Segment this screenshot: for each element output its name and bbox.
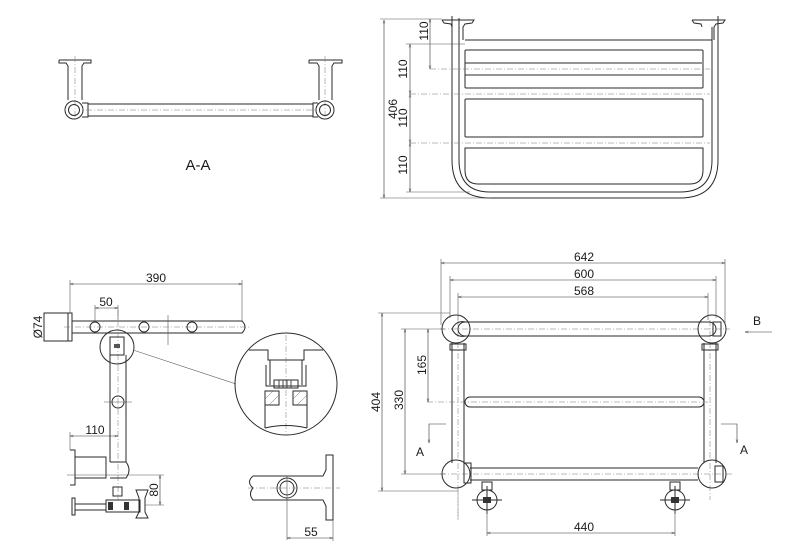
section-label: A-A bbox=[185, 157, 210, 174]
shelf-side-view: 406 110 110 110 110 bbox=[380, 16, 726, 199]
svg-text:642: 642 bbox=[574, 250, 594, 264]
dimension-80: 80 bbox=[67, 474, 164, 506]
view-arrow-b: B bbox=[745, 314, 772, 332]
svg-text:B: B bbox=[753, 314, 761, 328]
wall-bracket-left bbox=[58, 56, 92, 120]
joint-top-right bbox=[697, 314, 727, 351]
wall-bracket-right bbox=[308, 56, 343, 120]
svg-text:110: 110 bbox=[396, 108, 410, 127]
svg-text:165: 165 bbox=[415, 355, 429, 375]
dimension-110-third: 110 bbox=[396, 94, 410, 143]
svg-text:55: 55 bbox=[304, 525, 318, 539]
front-view: 642 600 568 404 330 165 bbox=[369, 250, 772, 536]
dimension-330: 330 bbox=[392, 328, 445, 475]
svg-text:110: 110 bbox=[396, 59, 410, 78]
svg-text:50: 50 bbox=[99, 295, 113, 309]
dimension-50: 50 bbox=[94, 295, 119, 322]
svg-text:568: 568 bbox=[574, 284, 594, 298]
svg-text:440: 440 bbox=[574, 520, 594, 534]
valve-left bbox=[472, 481, 502, 514]
svg-text:80: 80 bbox=[147, 483, 161, 497]
dimension-110-bottom: 110 bbox=[396, 143, 470, 193]
svg-text:330: 330 bbox=[392, 390, 406, 410]
rail-tube bbox=[86, 103, 315, 117]
section-arrow-right: A bbox=[721, 423, 748, 457]
dimension-390: 390 bbox=[69, 271, 243, 322]
dimension-110-valve: 110 bbox=[69, 423, 118, 450]
section-view-a-a: A-A bbox=[58, 56, 343, 174]
dimension-165: 165 bbox=[415, 329, 429, 402]
svg-text:600: 600 bbox=[574, 267, 594, 281]
svg-text:390: 390 bbox=[146, 271, 166, 285]
detail-enlargement bbox=[234, 332, 338, 436]
dimension-404: 404 bbox=[369, 312, 458, 492]
wall-offset-detail: 55 bbox=[248, 454, 340, 541]
svg-text:A: A bbox=[740, 443, 748, 457]
joint-bottom-right bbox=[697, 459, 727, 489]
svg-text:110: 110 bbox=[417, 21, 431, 40]
dimension-406: 406 bbox=[380, 18, 490, 199]
dimension-440: 440 bbox=[486, 510, 676, 536]
svg-text:A: A bbox=[416, 445, 424, 459]
joint-top-left bbox=[441, 314, 471, 351]
svg-text:404: 404 bbox=[369, 392, 383, 412]
svg-text:110: 110 bbox=[85, 423, 104, 437]
section-arrow-left: A bbox=[416, 423, 446, 459]
valve-right bbox=[660, 481, 690, 514]
dimension-label: 406 bbox=[386, 99, 400, 119]
dimension-flange-diameter: Ø74 bbox=[31, 315, 45, 338]
dimension-600: 600 bbox=[449, 267, 717, 318]
dimension-642: 642 bbox=[440, 250, 726, 325]
dimension-55: 55 bbox=[287, 520, 334, 541]
svg-text:Ø74: Ø74 bbox=[31, 315, 45, 338]
svg-text:110: 110 bbox=[396, 155, 410, 174]
side-view: 390 50 Ø74 110 80 bbox=[31, 271, 250, 519]
dimension-568: 568 bbox=[457, 284, 709, 320]
dimension-110-second: 110 bbox=[396, 43, 465, 94]
